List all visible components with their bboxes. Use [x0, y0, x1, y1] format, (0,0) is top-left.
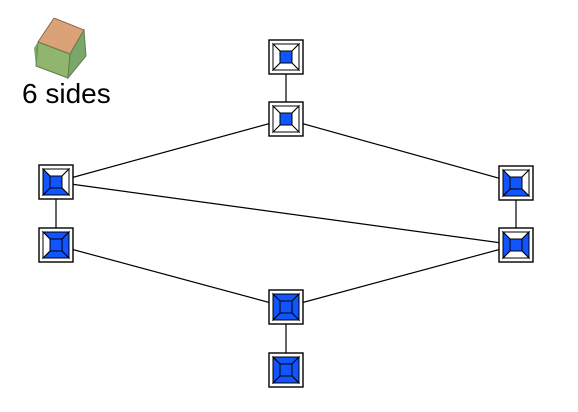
node-n7-center-face [279, 300, 293, 314]
node-n2-center-face [279, 112, 293, 126]
hexahedron-cube-icon [34, 18, 87, 80]
node-n4 [498, 165, 534, 201]
edge-n2-n3 [55, 118, 287, 183]
node-n5 [38, 227, 74, 263]
node-n1 [268, 39, 304, 75]
node-n3 [38, 164, 74, 200]
node-n1-center-face [279, 50, 293, 64]
node-n6-center-face [509, 238, 523, 252]
cube-side-face [67, 28, 87, 80]
node-n6 [498, 227, 534, 263]
sides-caption: 6 sides [22, 78, 111, 109]
node-n8 [268, 352, 304, 388]
cube-back-face [34, 18, 54, 66]
edge-n5-n7 [55, 244, 287, 308]
edge-n6-n7 [285, 244, 517, 308]
edge-n3-n6 [55, 181, 517, 246]
node-n3-center-face [49, 175, 63, 189]
diagram-nodes [38, 39, 534, 388]
node-n8-center-face [279, 363, 293, 377]
node-n5-center-face [49, 238, 63, 252]
node-n2 [268, 101, 304, 137]
node-n7 [268, 289, 304, 325]
edge-n2-n4 [285, 118, 517, 184]
node-n4-center-face [509, 176, 523, 190]
